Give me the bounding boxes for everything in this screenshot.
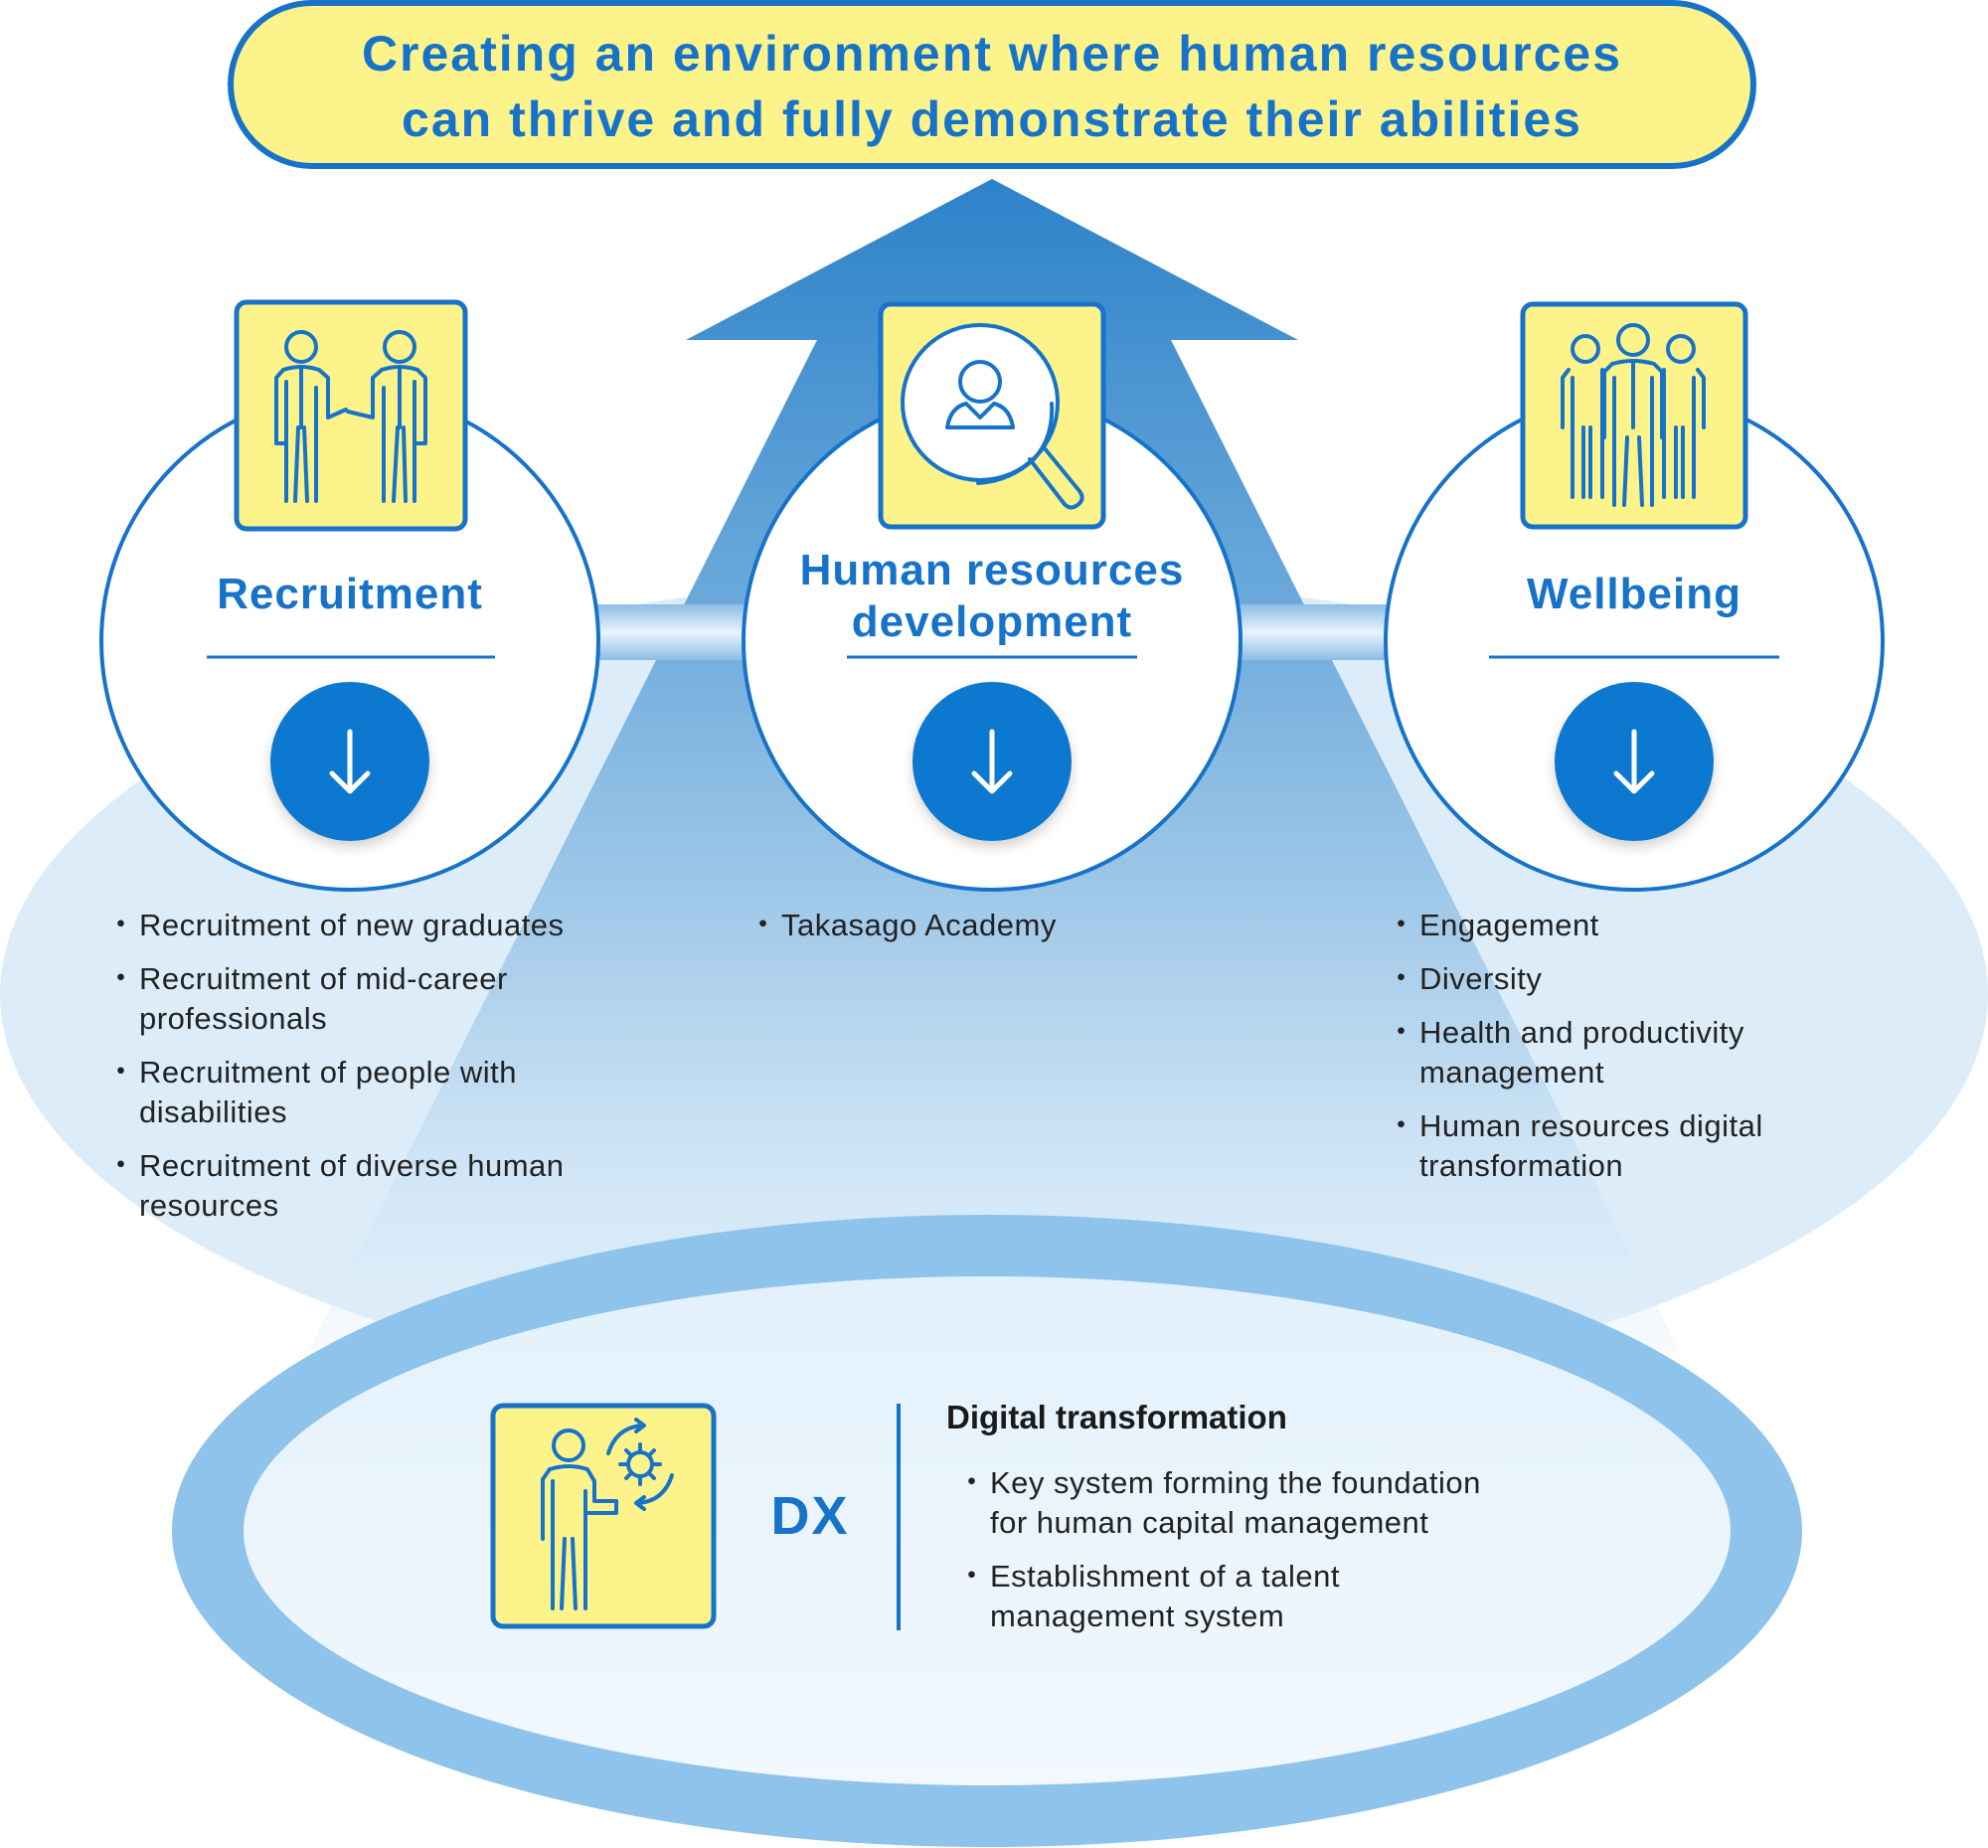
goal-banner-text: Creating an environment where human reso… bbox=[231, 8, 1753, 165]
list-item: Recruitment of people with disabilities bbox=[105, 1053, 606, 1132]
list-item: Recruitment of mid-career professionals bbox=[105, 959, 606, 1039]
wellbeing-list: Engagement Diversity Health and producti… bbox=[1386, 906, 1817, 1200]
list-item: Recruitment of new graduates bbox=[105, 906, 606, 945]
development-list: Takasago Academy bbox=[747, 906, 1229, 959]
list-item: Diversity bbox=[1386, 959, 1817, 999]
recruitment-list: Recruitment of new graduates Recruitment… bbox=[105, 906, 606, 1240]
development-title-line-2: development bbox=[851, 597, 1133, 646]
group-icon bbox=[1520, 301, 1748, 530]
recruitment-title: Recruitment bbox=[217, 570, 483, 618]
list-item: Recruitment of diverse human resources bbox=[105, 1146, 606, 1226]
dx-title: Digital transformation bbox=[946, 1399, 1287, 1435]
goal-banner bbox=[228, 0, 1756, 169]
goal-line-2: can thrive and fully demonstrate their a… bbox=[402, 91, 1582, 147]
list-item: Takasago Academy bbox=[747, 906, 1229, 945]
recruitment-down-arrow-icon bbox=[270, 682, 429, 841]
development-title: Human resources development bbox=[755, 545, 1229, 648]
list-item: Key system forming the foundation for hu… bbox=[956, 1463, 1517, 1543]
connector-left bbox=[592, 604, 751, 660]
handshake-icon bbox=[234, 299, 468, 532]
magnifier-person-icon bbox=[878, 301, 1106, 530]
list-item: Health and productivity management bbox=[1386, 1013, 1817, 1092]
person-gear-icon bbox=[490, 1403, 717, 1629]
dx-list: Key system forming the foundation for hu… bbox=[956, 1463, 1517, 1650]
wellbeing-down-arrow-icon bbox=[1555, 682, 1714, 841]
dx-label: DX bbox=[770, 1486, 850, 1546]
list-item: Engagement bbox=[1386, 906, 1817, 945]
connector-right bbox=[1233, 604, 1392, 660]
goal-line-1: Creating an environment where human reso… bbox=[361, 26, 1623, 82]
wellbeing-title: Wellbeing bbox=[1527, 570, 1741, 618]
list-item: Establishment of a talent management sys… bbox=[956, 1557, 1517, 1636]
development-down-arrow-icon bbox=[912, 682, 1072, 841]
list-item: Human resources digital transformation bbox=[1386, 1106, 1817, 1186]
development-title-line-1: Human resources bbox=[799, 546, 1185, 594]
